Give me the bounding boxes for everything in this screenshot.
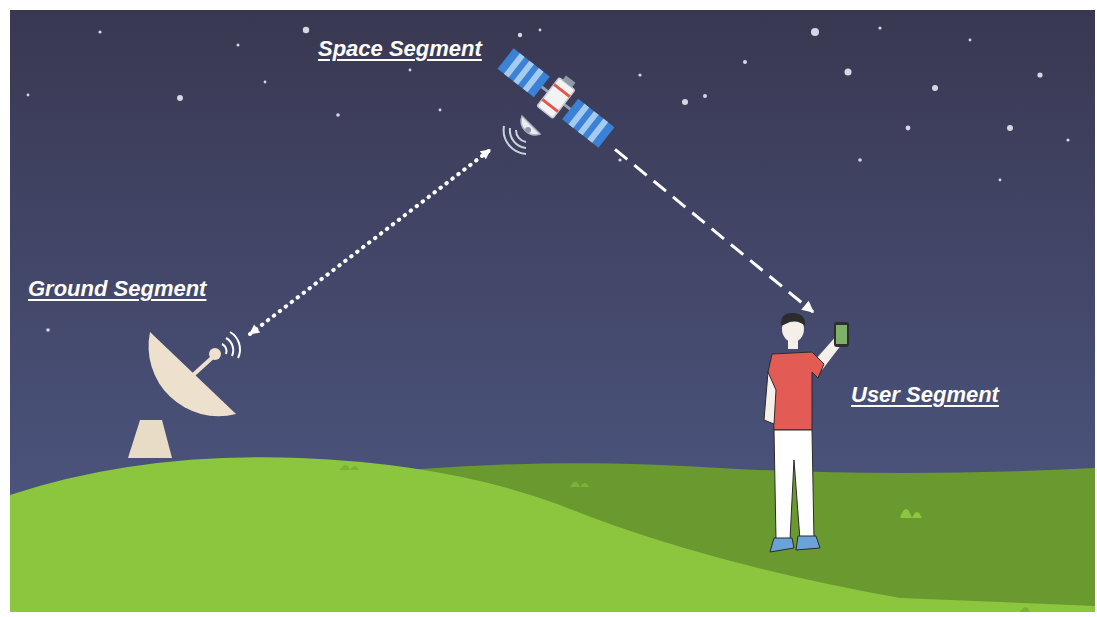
wave <box>226 338 233 356</box>
star <box>878 26 881 29</box>
shoe <box>796 536 820 550</box>
segment-label: Ground Segment <box>28 276 206 302</box>
star <box>1066 138 1069 141</box>
stars <box>27 26 1070 331</box>
panel-stripe <box>587 119 608 143</box>
front-hill <box>10 457 1095 612</box>
star <box>743 60 747 64</box>
star <box>264 81 267 84</box>
dish-feed <box>209 348 221 360</box>
star <box>1007 125 1013 131</box>
ground-dish <box>128 332 240 458</box>
panel-stripe <box>523 68 544 92</box>
night-sky <box>10 10 1095 612</box>
grass-tuft <box>900 509 922 518</box>
star <box>811 28 819 36</box>
solar-panel <box>498 48 550 97</box>
phone-screen <box>836 325 847 344</box>
antenna-dish <box>521 116 540 135</box>
star <box>409 69 412 72</box>
signal-link <box>615 149 813 312</box>
signal-link <box>250 150 490 334</box>
star <box>303 27 309 33</box>
dish-waves <box>222 332 240 358</box>
star <box>969 39 972 42</box>
body-stripe <box>553 83 571 98</box>
body-cap <box>562 75 575 87</box>
star <box>906 126 911 131</box>
segment-node: User Segment <box>760 312 870 562</box>
solar-panel <box>562 99 614 148</box>
wave <box>222 344 227 354</box>
grass-tufts <box>130 452 1030 612</box>
hair <box>781 313 805 326</box>
star <box>638 73 641 76</box>
star <box>932 85 938 91</box>
star <box>439 109 442 112</box>
segment-label: Space Segment <box>318 36 482 62</box>
star <box>518 33 522 37</box>
wave <box>230 332 240 358</box>
grass-tuft <box>570 482 589 487</box>
white-trousers <box>774 430 814 540</box>
segment-node: Space Segment <box>490 40 615 158</box>
body-stripe <box>541 98 559 113</box>
wave <box>504 126 526 154</box>
dish-stand <box>128 420 172 458</box>
antenna-feed <box>525 127 531 133</box>
star <box>539 29 542 32</box>
segment-label: User Segment <box>851 382 999 408</box>
wave <box>516 130 526 142</box>
grass-tuft <box>340 465 359 470</box>
star <box>618 158 621 161</box>
wave <box>510 128 526 148</box>
star <box>858 158 862 162</box>
star <box>845 69 852 76</box>
phone <box>834 322 849 347</box>
shoe <box>770 538 794 552</box>
star <box>27 94 30 97</box>
star <box>1037 72 1042 77</box>
star <box>46 328 50 332</box>
dish-feed-arm <box>192 356 214 376</box>
satellite <box>494 40 621 152</box>
star <box>177 95 183 101</box>
star <box>336 113 340 117</box>
satellite-antenna <box>504 116 540 154</box>
grass-tuft <box>1020 607 1030 612</box>
star <box>237 44 240 47</box>
lowered-arm <box>764 372 776 424</box>
person <box>764 313 849 552</box>
segment-node: Ground Segment <box>125 330 250 462</box>
star <box>703 94 707 98</box>
star <box>98 30 101 33</box>
dish-bowl <box>149 332 236 416</box>
star <box>682 99 688 105</box>
star <box>999 179 1002 182</box>
antenna-waves <box>504 126 526 154</box>
